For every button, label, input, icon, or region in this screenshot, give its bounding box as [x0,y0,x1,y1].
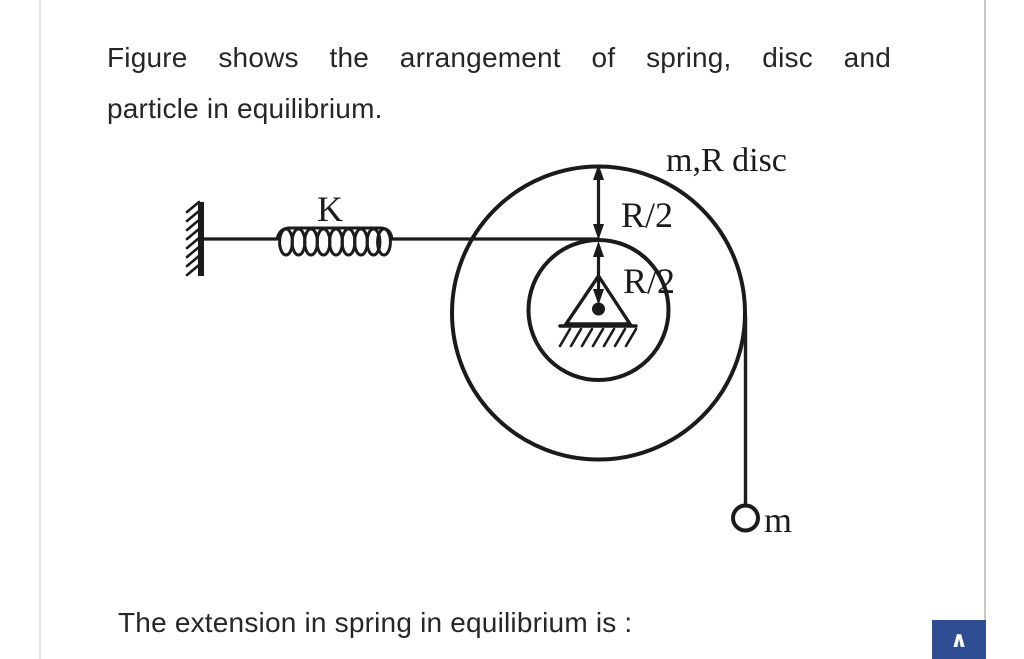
lower-radius-label: R/2 [623,261,675,301]
upper-radius-arrow [593,164,604,240]
question-line-2: particle in equilibrium. [107,93,383,124]
page-left-divider [39,0,41,659]
page-right-divider [984,0,986,659]
spring-coil [275,226,394,257]
question-statement: Figure shows the arrangement of spring, … [107,32,891,134]
particle-mass-label: m [764,500,792,540]
chevron-up-icon: ∧ [950,627,968,653]
lower-radius-arrow [593,241,604,305]
wall-anchor [185,200,204,277]
pivot-dot [592,302,605,316]
question-prompt: The extension in spring in equilibrium i… [118,607,633,638]
scroll-to-top-button[interactable]: ∧ [932,620,986,659]
disc-label: m,R disc [666,142,787,179]
particle-circle [731,503,760,533]
spring-constant-label: K [317,189,343,229]
question-line-1: Figure shows the arrangement of spring, … [107,42,891,73]
upper-radius-label: R/2 [621,195,673,235]
